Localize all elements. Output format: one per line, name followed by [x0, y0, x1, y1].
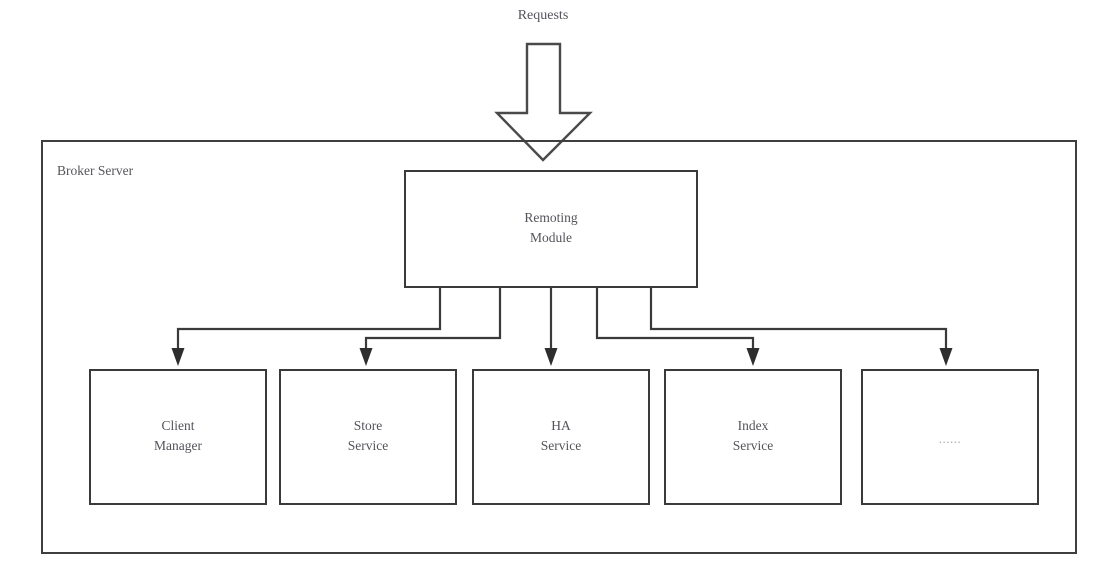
index-service-label-line1: Index — [738, 418, 769, 433]
more-services-ellipsis-label: ...... — [939, 431, 962, 446]
remoting-module-box[interactable] — [404, 170, 698, 288]
ha-service-box[interactable] — [472, 369, 650, 505]
more-services-box[interactable] — [861, 369, 1039, 505]
connector-to-index-service — [595, 287, 755, 348]
connector-to-client-manager — [176, 287, 442, 348]
client-manager-box[interactable] — [89, 369, 267, 505]
client-manager-label-line2: Manager — [154, 438, 202, 453]
broker-server-container — [41, 140, 1077, 554]
store-service-label-line1: Store — [354, 418, 383, 433]
index-service-box[interactable] — [664, 369, 842, 505]
arrowhead-client-manager — [171, 348, 185, 366]
arrowhead-index-service — [746, 348, 760, 366]
connector-to-store-service — [364, 287, 502, 348]
requests-inflow-arrow — [494, 42, 593, 162]
remoting-module-label-line1: Remoting — [524, 210, 577, 225]
arrowhead-ha-service — [544, 348, 558, 366]
arrowhead-more-services — [939, 348, 953, 366]
index-service-label-line2: Service — [733, 438, 773, 453]
ha-service-label-line1: HA — [551, 418, 571, 433]
diagram-title: Requests — [518, 8, 569, 23]
connector-to-more-services — [649, 287, 948, 348]
store-service-box[interactable] — [279, 369, 457, 505]
remoting-module-label-line2: Module — [530, 230, 572, 245]
ha-service-label-line2: Service — [541, 438, 581, 453]
arrowhead-store-service — [359, 348, 373, 366]
broker-server-label: Broker Server — [57, 163, 134, 178]
client-manager-label-line1: Client — [162, 418, 195, 433]
store-service-label-line2: Service — [348, 438, 388, 453]
